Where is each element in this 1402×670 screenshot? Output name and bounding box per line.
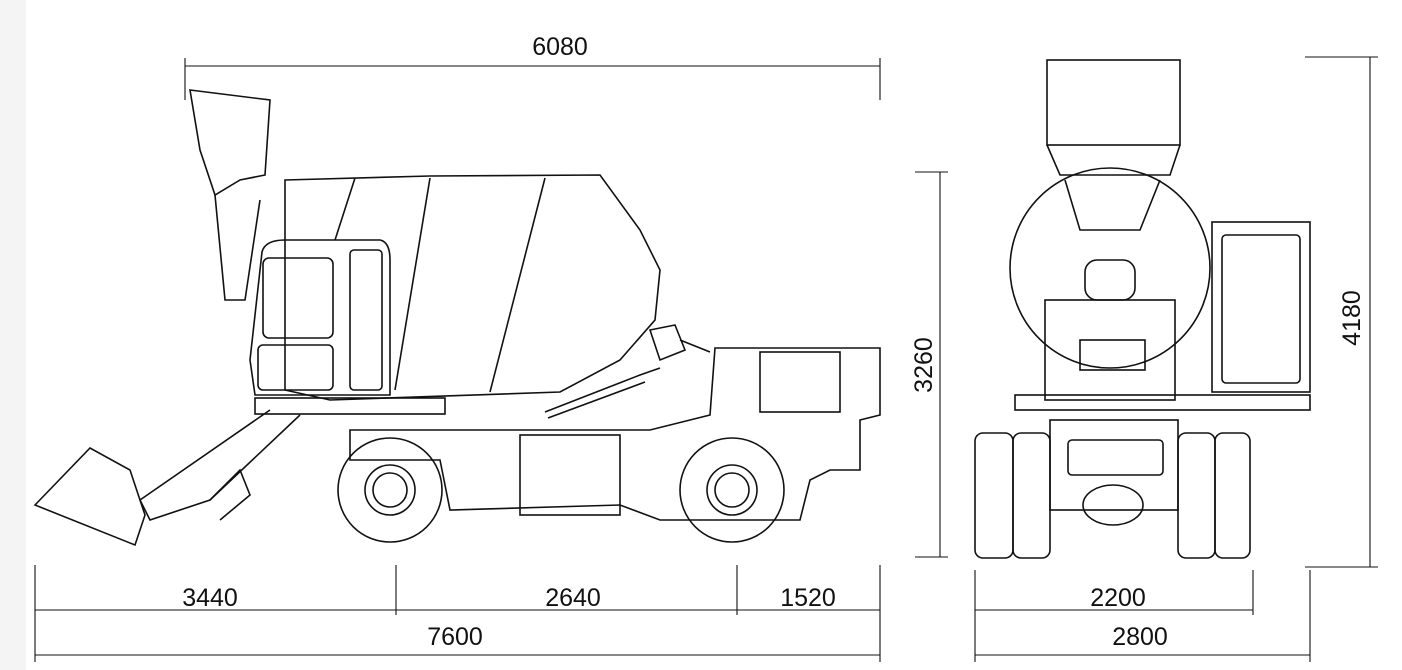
dim-rear-overhang: 1520 <box>780 584 836 612</box>
dim-side-height: 3260 <box>910 337 938 393</box>
dim-front-overhang: 3440 <box>182 584 238 612</box>
dim-overall-width: 2800 <box>1112 623 1168 651</box>
dim-overall-length: 7600 <box>427 623 483 651</box>
dim-front-height: 4180 <box>1338 290 1366 346</box>
dimension-lines <box>34 56 1378 662</box>
dim-wheelbase: 2640 <box>545 584 601 612</box>
front-view <box>974 59 1311 559</box>
left-margin-strip <box>0 0 26 670</box>
side-view <box>33 89 881 547</box>
dim-track-width: 2200 <box>1090 584 1146 612</box>
dim-overall-top: 6080 <box>532 33 588 61</box>
